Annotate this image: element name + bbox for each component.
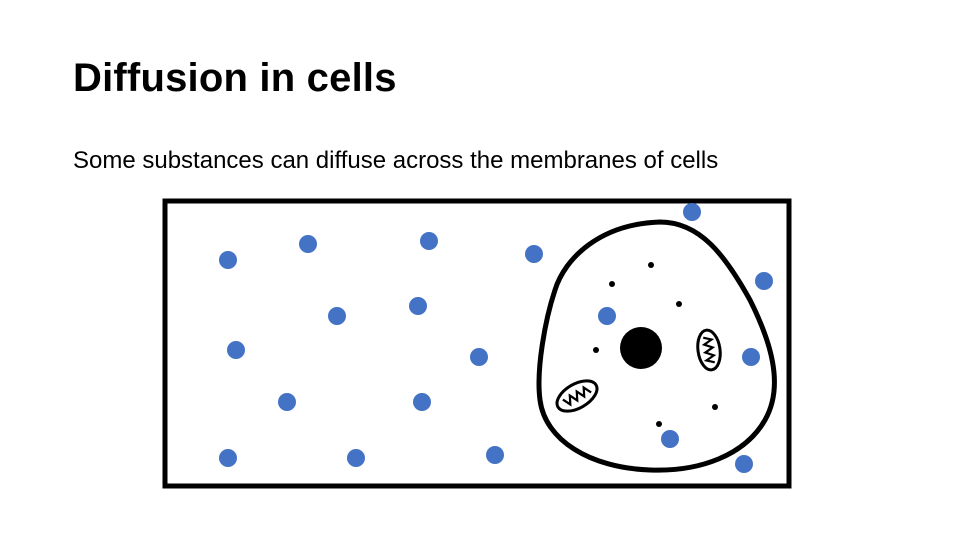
organelle-dot-icon bbox=[676, 301, 682, 307]
particle-icon bbox=[278, 393, 296, 411]
particle-icon bbox=[735, 455, 753, 473]
particles bbox=[219, 203, 773, 473]
particle-icon bbox=[219, 251, 237, 269]
particle-icon bbox=[755, 272, 773, 290]
organelle-dot-icon bbox=[609, 281, 615, 287]
organelle-dot-icon bbox=[712, 404, 718, 410]
particle-icon bbox=[420, 232, 438, 250]
mitochondrion-icon bbox=[696, 328, 722, 372]
diagram-frame bbox=[162, 198, 792, 489]
particle-icon bbox=[470, 348, 488, 366]
organelle-dot-icon bbox=[593, 347, 599, 353]
particle-icon bbox=[683, 203, 701, 221]
nucleus-icon bbox=[620, 327, 662, 369]
particle-icon bbox=[525, 245, 543, 263]
particle-icon bbox=[219, 449, 237, 467]
organelle-dot-icon bbox=[656, 421, 662, 427]
particle-icon bbox=[227, 341, 245, 359]
particle-icon bbox=[661, 430, 679, 448]
cell-membrane-icon bbox=[536, 219, 777, 473]
mitochondrion-icon bbox=[555, 379, 599, 413]
slide-body-text: Some substances can diffuse across the m… bbox=[73, 147, 719, 174]
particle-icon bbox=[598, 307, 616, 325]
particle-icon bbox=[486, 446, 504, 464]
slide-title: Diffusion in cells bbox=[73, 56, 397, 100]
organelle-dot-icon bbox=[648, 262, 654, 268]
particle-icon bbox=[299, 235, 317, 253]
particle-icon bbox=[413, 393, 431, 411]
particle-icon bbox=[409, 297, 427, 315]
particle-icon bbox=[347, 449, 365, 467]
particle-icon bbox=[742, 348, 760, 366]
particle-icon bbox=[328, 307, 346, 325]
